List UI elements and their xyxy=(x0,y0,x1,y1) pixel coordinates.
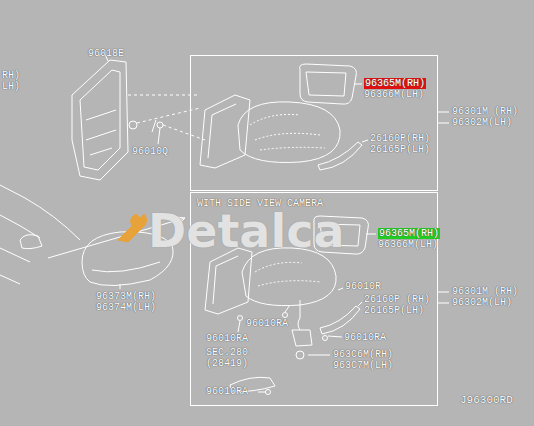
grommet xyxy=(129,121,137,129)
screw xyxy=(323,336,328,341)
side-view-camera xyxy=(296,351,304,359)
part-number: 96301M (RH) xyxy=(452,286,518,297)
mirror-glass-inner xyxy=(306,72,346,96)
leader-line xyxy=(358,302,362,306)
part-number: 26165P(LH) xyxy=(370,144,430,155)
car-body xyxy=(0,185,80,284)
leader-line xyxy=(152,120,160,144)
bolt xyxy=(157,122,163,128)
leader-line xyxy=(308,355,330,356)
panel-outline xyxy=(191,56,438,191)
screw xyxy=(238,316,243,321)
mirror-cover-detail xyxy=(92,262,160,272)
leader-line xyxy=(366,234,376,235)
highlighted-part-number: 96365M(RH) xyxy=(364,78,426,89)
mirror-base xyxy=(205,248,252,314)
part-number: 96010RA xyxy=(206,333,248,344)
mirror-actuator xyxy=(255,262,320,286)
part-number: 96010Q xyxy=(132,146,168,157)
turn-signal xyxy=(318,142,362,170)
leader-line xyxy=(354,84,362,85)
part-number: 96010RA xyxy=(246,318,288,329)
part-number: (28419) xyxy=(206,358,248,369)
leader-line xyxy=(437,112,449,123)
mirror-actuator xyxy=(250,114,325,150)
drawing-number: J96300RD xyxy=(460,395,513,406)
watermark-icon xyxy=(118,214,147,242)
highlighted-part-number: 96365M(RH) xyxy=(378,228,440,239)
part-number: 96010R xyxy=(345,281,381,292)
leader-line xyxy=(437,292,449,303)
part-number: 96010RA xyxy=(344,332,386,343)
leader-line xyxy=(120,284,121,289)
screw xyxy=(283,313,288,318)
part-number: 96374M(LH) xyxy=(96,302,156,313)
part-number: SEC.280 xyxy=(206,347,248,358)
camera-bracket xyxy=(292,300,312,346)
part-number: 96373M(RH) xyxy=(96,291,156,302)
mirror-glass xyxy=(300,64,357,104)
mirror-base-detail xyxy=(213,256,238,304)
part-number: 96018E xyxy=(88,48,124,59)
leader-line xyxy=(362,140,368,142)
mirror-housing xyxy=(242,248,336,306)
part-number: 26160P(RH) xyxy=(370,133,430,144)
bracket xyxy=(72,60,128,180)
part-number: 26165P(LH) xyxy=(364,305,424,316)
part-number: 963C7M(LH) xyxy=(333,360,393,371)
car-mirror xyxy=(20,235,42,249)
part-number: 96366M(LH) xyxy=(378,239,438,250)
mirror-base-detail xyxy=(208,104,236,158)
turn-signal xyxy=(320,306,360,334)
part-number: 96010RA xyxy=(206,386,248,397)
part-number: 963C6M(RH) xyxy=(333,349,393,360)
leader-line xyxy=(238,288,343,392)
part-number: 26160P (RH) xyxy=(364,294,430,305)
part-number: RH) xyxy=(2,70,20,81)
part-number: 96366M(LH) xyxy=(364,89,424,100)
part-number: 96302M(LH) xyxy=(452,297,512,308)
assembly-line xyxy=(128,95,205,140)
part-number: 96301M (RH) xyxy=(452,106,518,117)
mirror-housing xyxy=(238,102,340,163)
part-number: 96302M(LH) xyxy=(452,117,512,128)
part-number: LH) xyxy=(2,81,20,92)
bracket-detail xyxy=(80,70,120,170)
watermark: Detalca xyxy=(148,206,345,256)
screw xyxy=(266,390,271,395)
mirror-base xyxy=(200,95,250,168)
